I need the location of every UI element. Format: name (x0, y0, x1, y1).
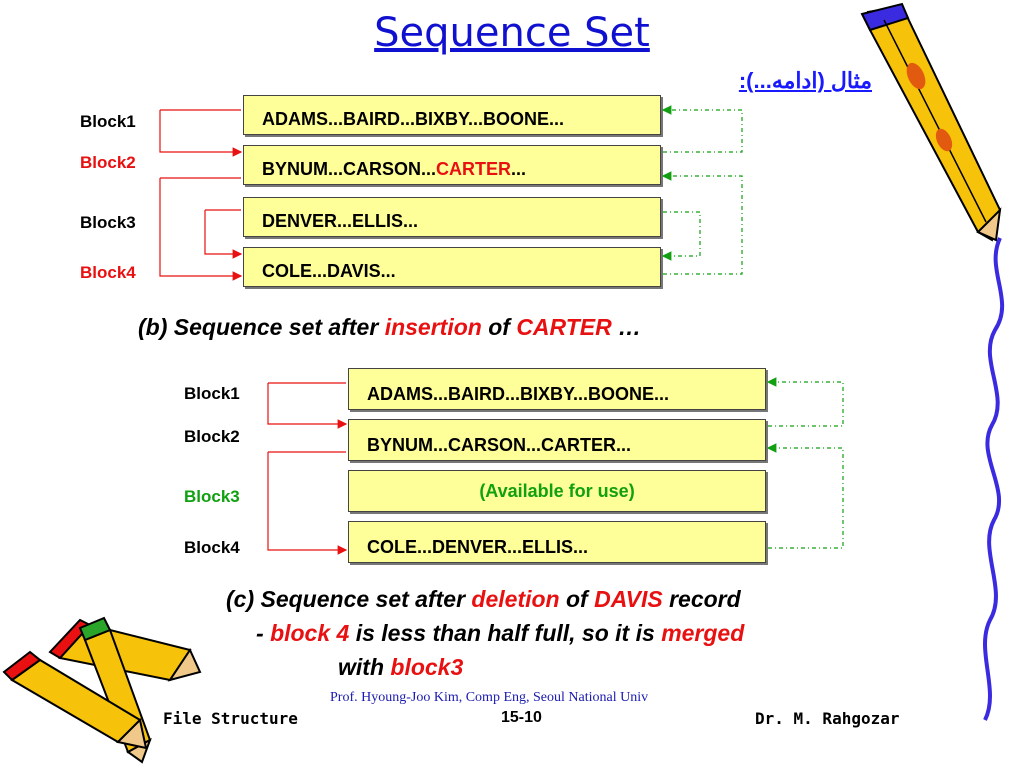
b-back-2-1 (661, 105, 743, 153)
b-label-block1: Block1 (80, 112, 136, 131)
subtitle: مثال (ادامه...): (738, 68, 872, 93)
caption-b-part3: of (481, 314, 517, 340)
caption-c-l1-part1: (c) Sequence set after (226, 586, 472, 612)
b-back-4-2 (661, 171, 743, 275)
b-block2-text-a: BYNUM...CARSON... (262, 159, 437, 179)
c-block2-text: BYNUM...CARSON...CARTER... (367, 435, 632, 455)
b-block3: DENVER...ELLIS... (243, 197, 661, 237)
pencil-icon-small-3 (2, 650, 148, 750)
c-forward-links (267, 382, 348, 555)
b-block2-text-c: ... (511, 159, 527, 179)
squiggle-line (983, 237, 1005, 721)
b-back-3-4 (661, 211, 701, 261)
b-block4: COLE...DAVIS... (243, 247, 661, 287)
caption-b-part2: insertion (384, 314, 482, 340)
c-block1-text: ADAMS...BAIRD...BIXBY...BOONE... (367, 384, 670, 404)
caption-c-line2: - block 4 is less than half full, so it … (256, 620, 744, 647)
c-back-links (766, 377, 844, 549)
b-block4-text: COLE...DAVIS... (262, 261, 396, 281)
caption-b: (b) Sequence set after insertion of CART… (138, 314, 641, 341)
b-block2-text-b: CARTER (436, 159, 512, 179)
c-block3: (Available for use) (348, 470, 766, 512)
caption-c-line1: (c) Sequence set after deletion of DAVIS… (226, 586, 741, 613)
b-block3-text: DENVER...ELLIS... (262, 211, 419, 231)
b-block1: ADAMS...BAIRD...BIXBY...BOONE... (243, 95, 661, 135)
caption-c-line3: with block3 (338, 654, 463, 681)
caption-c-l1-part2: deletion (471, 586, 560, 612)
caption-b-part1: (b) Sequence set after (138, 314, 385, 340)
caption-c-l2-part3: is less than half full, so it is (349, 620, 662, 646)
pencil-icon-large (860, 2, 1002, 242)
caption-c-l2-part4: merged (661, 620, 745, 646)
c-label-block1: Block1 (184, 384, 240, 403)
c-label-block4: Block4 (184, 538, 240, 557)
c-label-block3: Block3 (184, 487, 240, 506)
c-label-block2: Block2 (184, 427, 240, 446)
caption-c-l1-part4: DAVIS (594, 586, 663, 612)
c-back-2-1 (766, 377, 844, 427)
footer-slide-number: 15-10 (501, 709, 542, 726)
caption-c-l1-part5: record (662, 586, 741, 612)
c-block4-text: COLE...DENVER...ELLIS... (367, 537, 589, 557)
c-link-2-4 (267, 452, 348, 555)
b-link-1-2 (159, 110, 243, 157)
b-label-block3: Block3 (80, 213, 136, 232)
caption-c-l2-part2: block 4 (270, 620, 350, 646)
footer-credit: Prof. Hyoung-Joo Kim, Comp Eng, Seoul Na… (330, 690, 649, 705)
b-block1-text: ADAMS...BAIRD...BIXBY...BOONE... (262, 109, 565, 129)
c-block1: ADAMS...BAIRD...BIXBY...BOONE... (348, 368, 766, 410)
b-forward-links (159, 109, 243, 281)
footer-right: Dr. M. Rahgozar (755, 709, 900, 728)
b-back-links (661, 105, 743, 275)
b-label-block2: Block2 (80, 153, 136, 172)
b-block2: BYNUM...CARSON...CARTER... (243, 145, 661, 185)
caption-c-l3-part2: block3 (390, 654, 464, 680)
caption-b-part4: CARTER (516, 314, 612, 340)
c-back-4-2 (766, 443, 844, 549)
footer-left: File Structure (163, 709, 298, 728)
caption-b-part5: … (611, 314, 642, 340)
c-block3-text: (Available for use) (479, 480, 635, 501)
c-link-1-2 (267, 383, 348, 429)
c-block2: BYNUM...CARSON...CARTER... (348, 419, 766, 461)
b-link-2-4 (159, 178, 243, 281)
slide-title: Sequence Set (374, 10, 650, 56)
b-link-4-3 (204, 210, 243, 259)
c-block4: COLE...DENVER...ELLIS... (348, 521, 766, 563)
caption-c-l3-part1: with (338, 654, 391, 680)
caption-c-l1-part3: of (559, 586, 595, 612)
caption-c-l2-part1: - (256, 620, 271, 646)
b-label-block4: Block4 (80, 263, 136, 282)
